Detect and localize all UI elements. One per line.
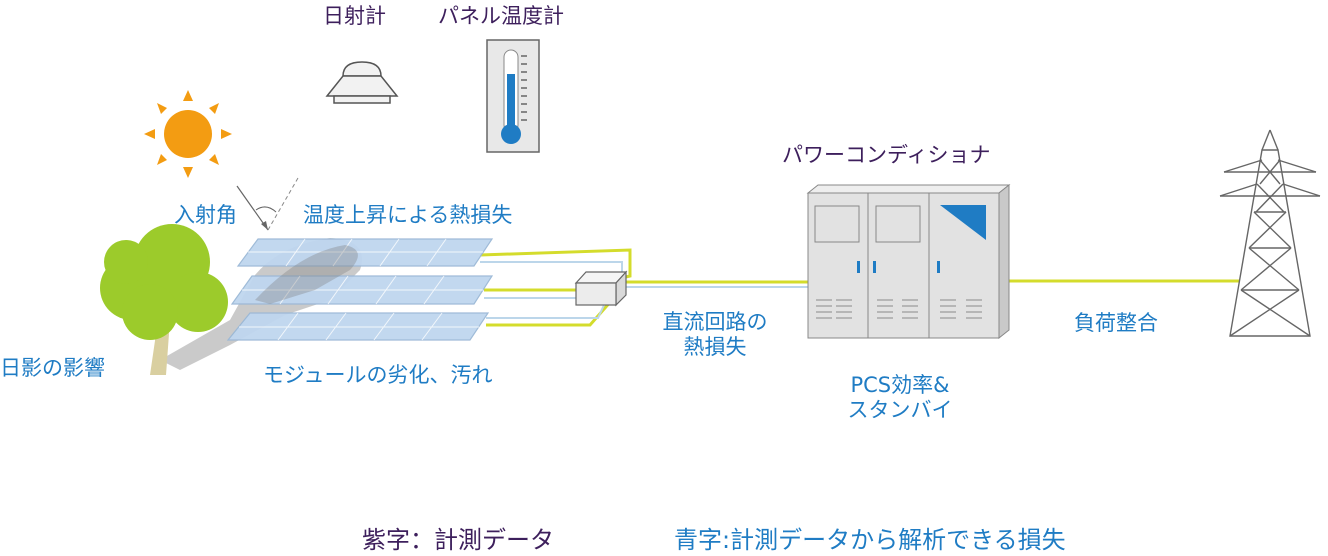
legend-analyzed: 青字:計測データから解析できる損失 (674, 526, 1066, 554)
thermometer-icon (486, 39, 540, 153)
shading-effect-label: 日影の影響 (0, 356, 105, 380)
heat-loss-temp-rise-label: 温度上昇による熱損失 (303, 203, 513, 227)
dc-circuit-heat-loss-label: 直流回路の 熱損失 (650, 310, 780, 360)
solar-array (226, 238, 494, 341)
power-conditioner-label: パワーコンディショナ (782, 143, 991, 167)
module-degradation-label: モジュールの劣化、汚れ (263, 363, 493, 387)
solar-panel-row-1 (236, 238, 494, 267)
sun-icon (144, 90, 232, 178)
pcs-label-line1: PCS効率& (850, 373, 950, 397)
legend-measured: 紫字：計測データ (362, 526, 554, 554)
power-conditioner-icon (806, 183, 1011, 340)
junction-box-icon (574, 270, 628, 307)
dc-circuit-label-line1: 直流回路の (662, 310, 768, 334)
solar-panel-row-3 (226, 312, 490, 341)
pcs-efficiency-label: PCS効率& スタンバイ (820, 373, 980, 423)
pcs-label-line2: スタンバイ (847, 398, 953, 423)
incidence-angle-label: 入射角 (174, 203, 237, 227)
incidence-angle-icon (236, 177, 299, 231)
load-matching-label: 負荷整合 (1074, 311, 1158, 335)
solar-panel-row-2 (230, 275, 494, 305)
panel-thermometer-label: パネル温度計 (438, 4, 564, 28)
tree-icon (100, 224, 228, 375)
transmission-tower-icon (1219, 129, 1321, 337)
pyranometer-icon (325, 61, 399, 104)
pyranometer-label: 日射計 (323, 4, 386, 28)
dc-circuit-label-line2: 熱損失 (683, 335, 747, 360)
